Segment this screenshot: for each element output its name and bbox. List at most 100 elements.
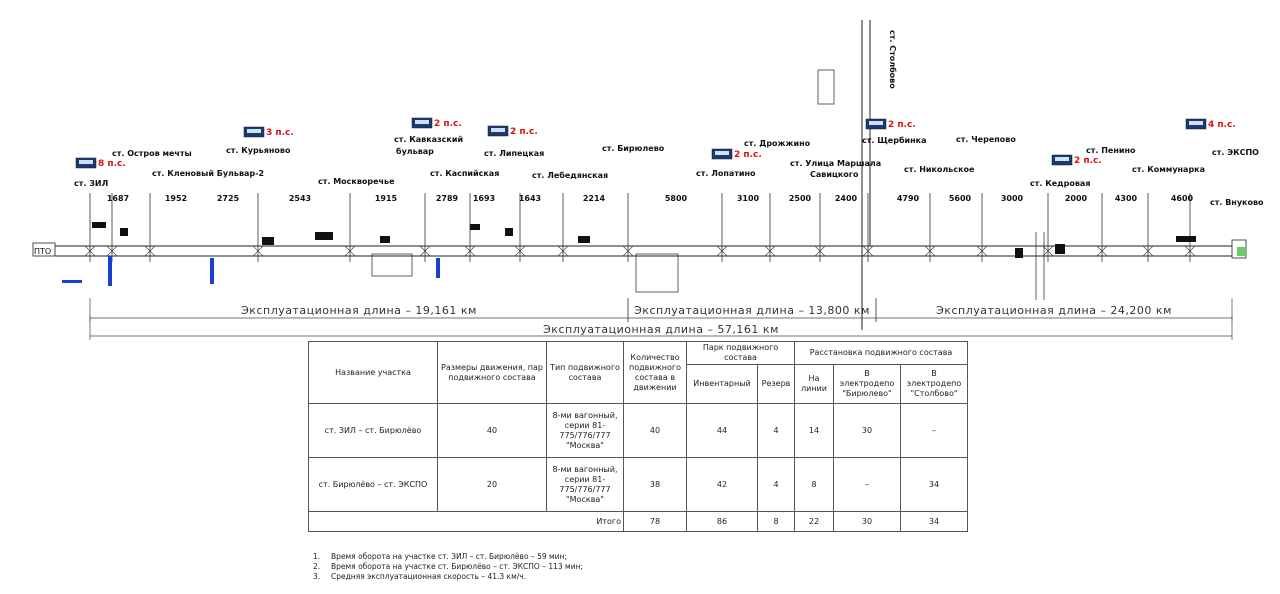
train-icon-window xyxy=(715,151,729,155)
span-label: 4600 xyxy=(1171,194,1194,203)
length-total-label: Эксплуатационная длина – 57,161 км xyxy=(543,323,779,336)
table-row: ст. ЗИЛ – ст. Бирюлёво 40 8-ми вагонный,… xyxy=(308,403,968,458)
station-label: бульвар xyxy=(396,146,434,156)
turnback-box xyxy=(371,253,413,277)
train-icon-window xyxy=(1055,157,1069,161)
equipment-block xyxy=(1176,236,1196,242)
station-label: ст. Остров мечты xyxy=(112,149,192,158)
station-label: ст. Никольское xyxy=(904,165,975,174)
span-label: 3100 xyxy=(737,194,760,203)
span-label: 1687 xyxy=(107,194,129,203)
depot-label: ПТО xyxy=(34,247,51,256)
station-switch xyxy=(924,245,936,257)
train-badge-label: 3 п.с. xyxy=(266,128,294,138)
span-label: 1693 xyxy=(473,194,495,203)
cell-count: 40 xyxy=(623,403,687,458)
equipment-block xyxy=(120,228,128,236)
station-switch xyxy=(1142,245,1154,257)
equipment-block xyxy=(1015,248,1023,258)
rolling-stock-table: Название участка Размеры движения, пар п… xyxy=(308,341,968,532)
equipment-block xyxy=(578,236,590,243)
station-switch xyxy=(464,245,476,257)
cell-d1: 30 xyxy=(833,403,901,458)
span-label: 2500 xyxy=(789,194,812,203)
station-switch xyxy=(557,245,569,257)
th-place: Расстановка подвижного состава xyxy=(794,341,968,365)
train-badge-label: 2 п.с. xyxy=(434,119,462,129)
equipment-block xyxy=(380,236,390,243)
cell-inv: 42 xyxy=(686,457,758,512)
station-label: ст. Черепово xyxy=(956,135,1016,144)
station-label: ст. Лопатино xyxy=(696,169,756,178)
cell-line: 14 xyxy=(794,403,834,458)
equipment-block xyxy=(470,224,480,230)
station-label: ст. Кедровая xyxy=(1030,179,1090,188)
span-label: 5800 xyxy=(665,194,688,203)
note-item: 3.Средняя эксплуатационная скорость – 41… xyxy=(313,572,527,581)
station-label: ст. Липецкая xyxy=(484,149,544,158)
station-switch xyxy=(1042,245,1054,257)
station-label: ст. Внуково xyxy=(1210,198,1264,207)
station-switch xyxy=(862,245,874,257)
siding-marker xyxy=(436,258,440,278)
station-label: ст. Щербинка xyxy=(862,135,927,145)
table-total-row: Итого 78 86 8 22 30 34 xyxy=(308,511,968,532)
table-row: ст. Бирюлёво – ст. ЭКСПО 20 8-ми вагонны… xyxy=(308,457,968,512)
cell-res: 4 xyxy=(757,457,795,512)
station-label: ст. Бирюлево xyxy=(602,144,665,153)
siding-marker xyxy=(62,280,82,283)
length-seg2-label: Эксплуатационная длина – 13,800 км xyxy=(634,304,870,317)
equipment-block xyxy=(92,222,106,228)
total-line: 22 xyxy=(794,511,834,532)
train-badge-label: 8 п.с. xyxy=(98,159,126,169)
th-park-inv: Инвентарный xyxy=(686,364,758,404)
station-label: ст. Дрожжино xyxy=(744,139,811,148)
cell-d2: – xyxy=(900,403,968,458)
table-subheader-row: Инвентарный Резерв На линии В электродеп… xyxy=(309,364,968,404)
station-label: ст. ЭКСПО xyxy=(1212,148,1259,157)
length-seg1-label: Эксплуатационная длина – 19,161 км xyxy=(241,304,477,317)
total-count: 78 xyxy=(623,511,687,532)
span-label: 2000 xyxy=(1065,194,1088,203)
station-label: ст. Москворечье xyxy=(318,177,395,186)
cell-count: 38 xyxy=(623,457,687,512)
th-place-line: На линии xyxy=(794,364,834,404)
train-icon-window xyxy=(869,121,883,125)
cell-type: 8-ми вагонный, серии 81-775/776/777 "Мос… xyxy=(546,457,624,512)
note-item: 2.Время оборота на участке ст. Бирюлёво … xyxy=(313,562,584,571)
station-label: ст. Кленовый Бульвар-2 xyxy=(152,169,264,178)
span-label: 1915 xyxy=(375,194,398,203)
length-dimensions: Эксплуатационная длина – 19,161 км Эксплу… xyxy=(89,298,1233,340)
train-icon-window xyxy=(1189,121,1203,125)
th-place-d1: В электродепо "Бирюлево" xyxy=(833,364,901,404)
train-badges: 8 п.с.3 п.с.2 п.с.2 п.с.2 п.с.2 п.с.2 п.… xyxy=(75,117,1236,169)
equipment-block xyxy=(315,232,333,240)
cell-size: 40 xyxy=(437,403,547,458)
cell-name: ст. ЗИЛ – ст. Бирюлёво xyxy=(308,403,438,458)
end-marker xyxy=(1237,247,1246,256)
th-count: Количество подвижного состава в движении xyxy=(623,341,687,404)
span-label: 2725 xyxy=(217,194,240,203)
equipment-block xyxy=(1055,244,1065,254)
cell-d1: – xyxy=(833,457,901,512)
station-switch xyxy=(252,245,264,257)
cell-inv: 44 xyxy=(686,403,758,458)
station-ticks xyxy=(84,193,1196,262)
train-badge-label: 2 п.с. xyxy=(510,127,538,137)
station-switch xyxy=(976,245,988,257)
siding-marker xyxy=(210,258,214,284)
cell-res: 4 xyxy=(757,403,795,458)
station-switch xyxy=(814,245,826,257)
total-label: Итого xyxy=(308,511,624,532)
station-label: Савицкого xyxy=(810,170,859,179)
station-switch xyxy=(144,245,156,257)
track-equipment xyxy=(62,222,1196,300)
train-badge-label: 4 п.с. xyxy=(1208,120,1236,130)
station-switch xyxy=(344,245,356,257)
station-label: ст. Столбово xyxy=(888,30,898,89)
table-header-row: Название участка Размеры движения, пар п… xyxy=(308,341,968,404)
station-switch xyxy=(716,245,728,257)
station-switch xyxy=(622,245,634,257)
equipment-block xyxy=(262,237,274,245)
